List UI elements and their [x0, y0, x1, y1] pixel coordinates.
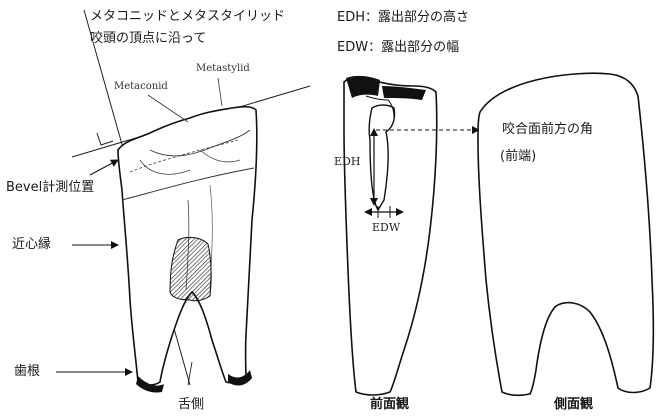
- mesial-margin-label: 近心縁: [12, 238, 51, 251]
- metaconid-leader: [148, 95, 188, 122]
- bevel-arrow: [90, 160, 118, 175]
- edw-label: EDW: [372, 222, 400, 233]
- edh-legend: EDH：露出部分の高さ: [337, 11, 469, 24]
- anterior-end-label: (前端): [500, 150, 536, 163]
- metastylid-label: Metastylid: [196, 64, 250, 74]
- front-view-label: 前面観: [370, 398, 409, 411]
- root-label: 歯根: [14, 365, 40, 378]
- occlusal-corner-label: 咬合面前方の角: [502, 123, 593, 136]
- edh-label: EDH: [334, 156, 360, 167]
- header-line-1: メタコニッドとメタスタイリッド: [90, 10, 285, 23]
- side-view-label: 側面観: [554, 398, 593, 411]
- lingual-leader: [188, 362, 192, 385]
- front-view-crown: [346, 76, 380, 98]
- right-angle-mark: [97, 133, 113, 145]
- header-line-2: 咬頭の頂点に沿って: [90, 32, 206, 45]
- metastylid-leader: [218, 78, 222, 106]
- bevel-position-label: Bevel計測位置: [6, 181, 94, 194]
- dentine-hatch: [170, 237, 211, 300]
- metaconid-label: Metaconid: [114, 82, 168, 92]
- edw-legend: EDW：露出部分の幅: [337, 41, 459, 54]
- lingual-label: 舌側: [178, 398, 204, 411]
